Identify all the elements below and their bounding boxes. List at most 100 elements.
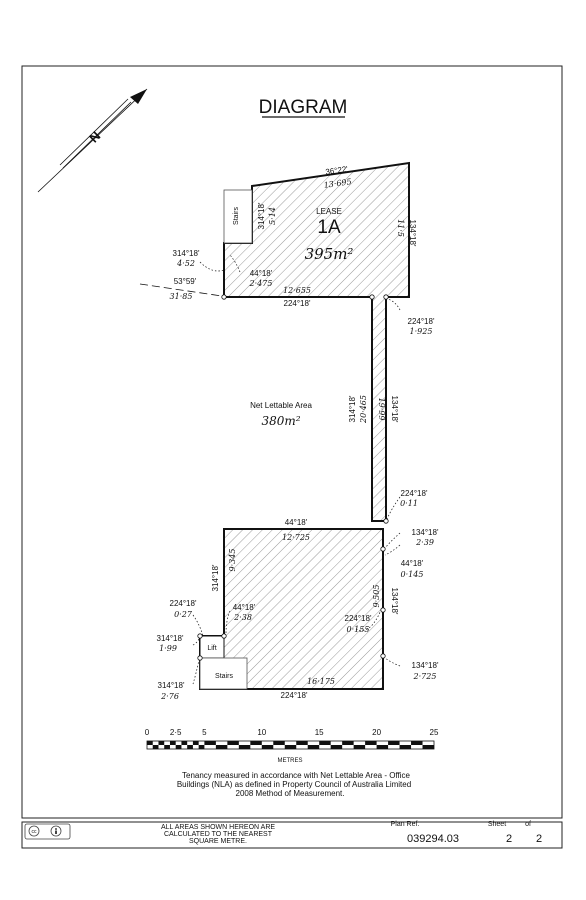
lease-area: 395m² [305, 245, 354, 263]
upper-bottom-bearing: 224°18' [284, 299, 311, 308]
lower-top-bearing: 44°18' [285, 518, 308, 527]
scale-tick-label: 0 [145, 728, 150, 737]
scale-segment [215, 745, 228, 749]
top-bearing: 36°22' [325, 164, 349, 176]
lower-right-distance: 9·505 [372, 585, 381, 608]
top-distance: 13·695 [323, 177, 352, 190]
lift-left-bearing: 314°18' [157, 634, 184, 643]
of-label: of [525, 821, 531, 828]
scale-segment [204, 741, 216, 745]
stairs-lower-label: Stairs [215, 673, 233, 680]
radial-line [139, 283, 223, 297]
right-distance: 11·5 [396, 219, 405, 237]
notch-bearing: 44°18' [250, 269, 273, 278]
radial-distance: 31·85 [170, 292, 193, 301]
note-line2: Buildings (NLA) as defined in Property C… [177, 780, 411, 789]
plan-ref: 039294.03 [407, 833, 459, 845]
lease-label: LEASE [316, 207, 342, 216]
right-c-bearing: 134°18' [412, 661, 439, 670]
scale-segment [307, 745, 320, 749]
left-notch-bearing: 314°18' [173, 249, 200, 258]
left-notch-distance: 4·52 [176, 259, 195, 268]
scale-segment [388, 741, 400, 745]
scale-tick-label: 25 [430, 728, 439, 737]
scale-segment [169, 741, 176, 745]
north-arrow-icon: N [37, 88, 148, 193]
corridor-right-distance: 19·99 [377, 398, 386, 421]
lift-right-distance: 2·38 [233, 613, 252, 622]
upper-dimensions: 36°22' 13·695 11·5 134°18' 314°18' 5·14 … [170, 164, 435, 336]
lower-top-distance: 12·725 [282, 533, 310, 542]
bottom-left-bearing: 314°18' [158, 681, 185, 690]
right-b-distance: 0·145 [401, 570, 424, 579]
stair-distance: 5·14 [268, 207, 277, 225]
upper-bottom-distance: 12·655 [283, 286, 311, 295]
bottom-left-distance: 2·76 [160, 692, 179, 701]
stairs-upper-box [223, 189, 253, 244]
scale-segment [158, 741, 165, 745]
scale-segment [238, 745, 251, 749]
creative-commons-icon: cc [24, 823, 71, 840]
sheet-border [21, 65, 563, 819]
leader-lines [192, 254, 401, 685]
scale-segment [342, 741, 354, 745]
scale-segment [198, 745, 205, 749]
corner-markers [197, 294, 389, 661]
areas-note-line2: CALCULATED TO THE NEAREST [164, 831, 273, 838]
scale-segment [227, 741, 239, 745]
diagram-title: DIAGRAM [259, 97, 348, 118]
bottom-bearing: 224°18' [281, 691, 308, 700]
scale-segment [353, 745, 366, 749]
plan-ref-label: Plan Ref. [391, 821, 420, 828]
scale-segment [273, 741, 285, 745]
scale-segment [192, 741, 199, 745]
lower-right-step-distance: 0·11 [400, 499, 418, 508]
right-bearing: 134°18' [408, 220, 417, 247]
right-b-bearing: 44°18' [401, 559, 424, 568]
notch-distance: 2·475 [249, 279, 273, 288]
scale-unit: METRES [277, 758, 302, 764]
scale-segment [296, 741, 308, 745]
inner-bearing: 224°18' [345, 614, 372, 623]
lower-right-bearing: 134°18' [390, 588, 399, 615]
lower-right-step-bearing: 224°18' [401, 489, 428, 498]
right-a-bearing: 134°18' [412, 528, 439, 537]
inner-distance: 0·155 [347, 625, 370, 634]
scale-segment [411, 741, 423, 745]
lower-left-distance: 9·345 [228, 549, 237, 572]
areas-note-line3: SQUARE METRE. [189, 838, 247, 845]
scale-segment [261, 745, 274, 749]
lift-label: Lift [207, 645, 216, 652]
stair-bearing: 314°18' [257, 202, 266, 229]
scale-segment [147, 741, 153, 745]
right-step-distance: 1·925 [410, 327, 433, 336]
scale-segment [175, 745, 182, 749]
bottom-distance: 16·175 [307, 677, 335, 686]
lift-top-bearing: 224°18' [170, 599, 197, 608]
scale-segment [376, 745, 389, 749]
right-c-distance: 2·725 [413, 672, 437, 681]
net-lettable-label: Net Lettable Area [250, 401, 312, 410]
scale-tick-label: 20 [372, 728, 381, 737]
lift-right-bearing: 44°18' [233, 603, 256, 612]
stairs-upper-label: Stairs [233, 207, 240, 225]
scale-segment [152, 745, 159, 749]
radial-bearing: 53°59' [174, 277, 197, 286]
scale-tick-label: 2·5 [170, 728, 182, 737]
lower-left-bearing: 314°18' [211, 564, 220, 591]
scale-segment [187, 745, 193, 749]
scale-segment [250, 741, 262, 745]
lift-top-distance: 0·27 [174, 610, 193, 619]
sheet-number: 2 [506, 833, 512, 845]
net-lettable-area: 380m² [261, 414, 300, 428]
corridor-dimensions: 314°18' 20·465 19·99 134°18' Net Lettabl… [250, 395, 428, 508]
license-badge-text: cc [32, 829, 38, 835]
lease-id: 1A [317, 217, 341, 238]
corridor-left-bearing: 314°18' [348, 395, 357, 422]
sheet-total: 2 [536, 833, 542, 845]
corridor-right-bearing: 134°18' [390, 396, 399, 423]
scale-segment [181, 741, 188, 745]
footer-box [21, 821, 563, 849]
